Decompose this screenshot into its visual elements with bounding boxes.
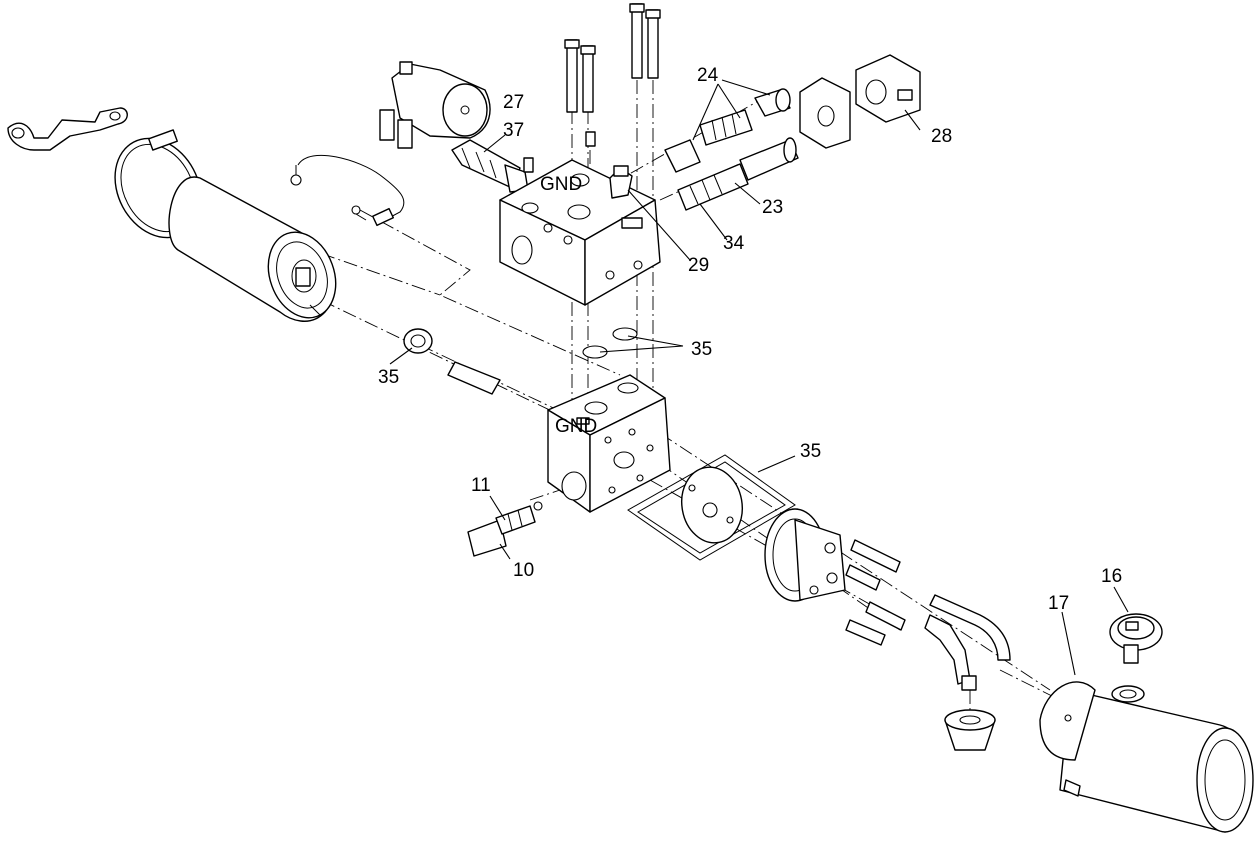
- callout-16: 16: [1101, 566, 1122, 587]
- pressure-switch: [467, 501, 543, 557]
- callout-29: 29: [688, 255, 709, 276]
- relief-valve-cartridge: [451, 139, 529, 193]
- lower-pump-manifold: GND: [547, 374, 671, 513]
- callout-leaders: [389, 79, 1129, 676]
- callout-27: 27: [503, 92, 524, 113]
- breather-cap: [1109, 613, 1163, 664]
- callout-37: 37: [503, 120, 524, 141]
- motor-solenoid: [379, 61, 491, 149]
- block-port-marking: GND: [540, 174, 582, 195]
- callout-24: 24: [697, 65, 719, 86]
- electric-motor: [168, 176, 337, 322]
- solenoid-cartridge-valve: [677, 137, 799, 211]
- cartridge-valve-set: [664, 88, 791, 173]
- pump-mounting-bolts: [845, 539, 906, 646]
- upper-valve-manifold: GND: [499, 159, 661, 306]
- callout-labels: 24 27 37 28 23 34 29 35 35 35 11 10 16 1…: [378, 65, 1122, 614]
- strainer: [944, 709, 996, 751]
- callout-35-top: 35: [691, 339, 712, 360]
- callout-10: 10: [513, 560, 534, 581]
- callout-35-left: 35: [378, 367, 399, 388]
- suction-tube: [924, 594, 1011, 691]
- battery-cable: [7, 107, 128, 151]
- hydraulic-reservoir: [1039, 681, 1254, 833]
- ground-wire: [290, 154, 405, 227]
- coupling-shaft: [447, 361, 501, 395]
- hydraulic-pump: [764, 508, 846, 602]
- lower-block-port-marking: GND: [555, 416, 597, 437]
- mounting-bolts-long: [523, 3, 661, 173]
- callout-28: 28: [931, 126, 952, 147]
- callout-23: 23: [762, 197, 783, 218]
- pump-gasket: [627, 454, 796, 561]
- hose-fitting: [609, 165, 633, 199]
- o-rings: [403, 327, 638, 359]
- callout-17: 17: [1048, 593, 1069, 614]
- callout-11: 11: [471, 475, 491, 496]
- callout-35-right: 35: [800, 441, 821, 462]
- solenoid-coil: [799, 54, 921, 149]
- callout-34: 34: [723, 233, 745, 254]
